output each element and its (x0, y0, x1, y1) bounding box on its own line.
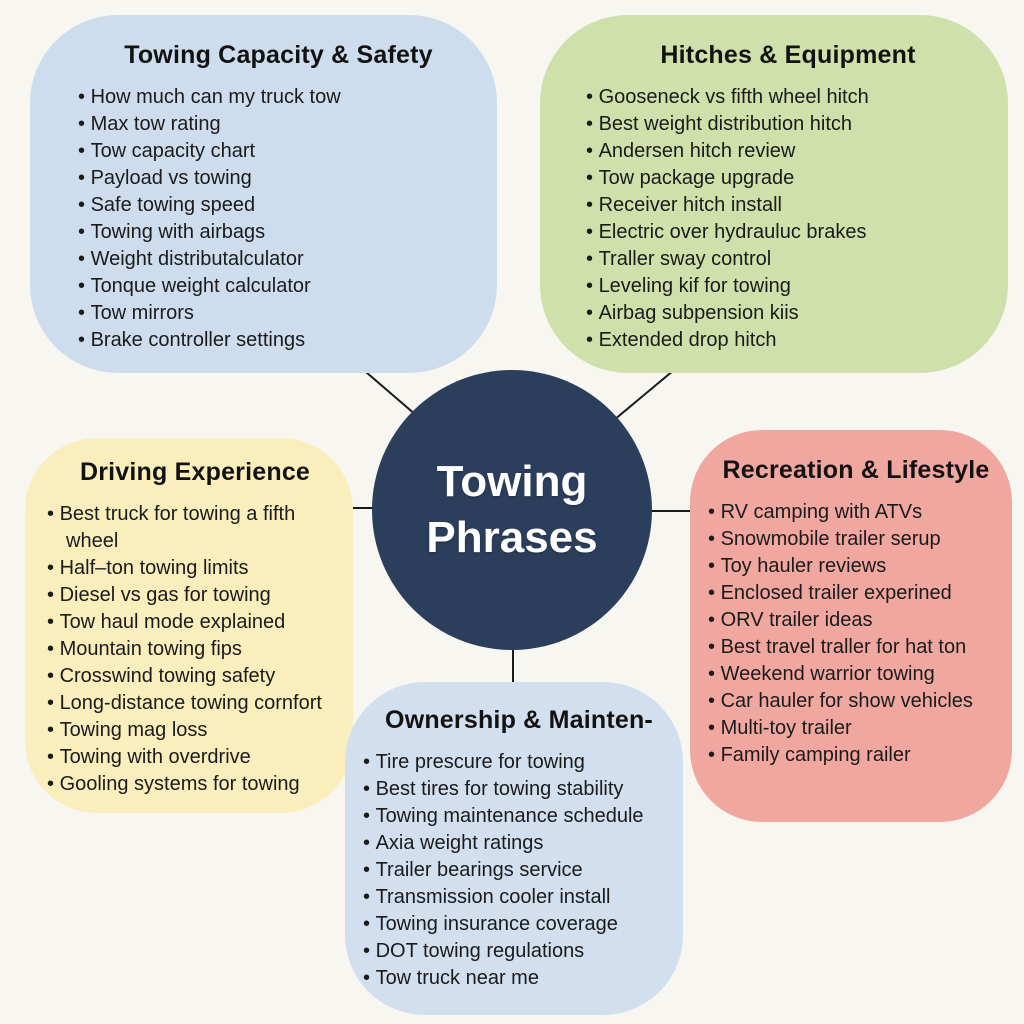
category-list: Gooseneck vs fifth wheel hitchBest weigh… (586, 84, 990, 354)
category-box-recreation-lifestyle: Recreation & Lifestyle RV camping with A… (690, 430, 1012, 822)
list-item: Transmission cooler install (363, 884, 675, 911)
list-item: Safe towing speed (78, 192, 479, 219)
list-item: Gooseneck vs fifth wheel hitch (586, 84, 990, 111)
category-box-towing-capacity-safety: Towing Capacity & Safety How much can my… (30, 15, 497, 373)
list-item: Crosswind towing safety (47, 663, 343, 690)
list-item: Mountain towing fips (47, 636, 343, 663)
list-item: How much can my truck tow (78, 84, 479, 111)
list-item: Best tires for towing stability (363, 776, 675, 803)
list-item: Axia weight ratings (363, 830, 675, 857)
list-item: Snowmobile trailer serup (708, 526, 1004, 553)
list-item: Brake controller settings (78, 327, 479, 354)
list-item: Family camping railer (708, 742, 1004, 769)
category-title: Hitches & Equipment (660, 41, 916, 69)
list-item: Towing with overdrive (47, 744, 343, 771)
list-item: Weight distributalculator (78, 246, 479, 273)
list-item: Electric over hydrauluc brakes (586, 219, 990, 246)
category-list: How much can my truck towMax tow ratingT… (78, 84, 479, 354)
list-item: Receiver hitch install (586, 192, 990, 219)
list-item: Max tow rating (78, 111, 479, 138)
list-item: Enclosed trailer experined (708, 580, 1004, 607)
list-item: Andersen hitch review (586, 138, 990, 165)
list-item: Half–ton towing limits (47, 555, 343, 582)
list-item: Tow capacity chart (78, 138, 479, 165)
category-title: Recreation & Lifestyle (722, 456, 990, 484)
category-box-driving-experience: Driving Experience Best truck for towing… (25, 438, 353, 813)
category-list: Best truck for towing a fifth wheelHalf–… (47, 501, 343, 798)
list-item: ORV trailer ideas (708, 607, 1004, 634)
list-item: Long-distance towing cornfort (47, 690, 343, 717)
center-node-label: Towing Phrases (426, 457, 598, 562)
list-item: DOT towing regulations (363, 938, 675, 965)
list-item: Traller sway control (586, 246, 990, 273)
list-item: Leveling kif for towing (586, 273, 990, 300)
list-item: Multi-toy trailer (708, 715, 1004, 742)
center-node: Towing Phrases (372, 370, 652, 650)
list-item: Payload vs towing (78, 165, 479, 192)
list-item: Weekend warrior towing (708, 661, 1004, 688)
category-list: RV camping with ATVsSnowmobile trailer s… (708, 499, 1004, 769)
list-item: Tow haul mode explained (47, 609, 343, 636)
list-item: Towing with airbags (78, 219, 479, 246)
list-item: Tonque weight calculator (78, 273, 479, 300)
list-item: Towing mag loss (47, 717, 343, 744)
category-title: Towing Capacity & Safety (124, 41, 433, 69)
list-item: Towing insurance coverage (363, 911, 675, 938)
list-item: Gooling systems for towing (47, 771, 343, 798)
list-item: Diesel vs gas for towing (47, 582, 343, 609)
list-item: Tire prescure for towing (363, 749, 675, 776)
category-box-ownership-maintenance: Ownership & Mainten- Tire prescure for t… (345, 682, 683, 1015)
list-item: Best weight distribution hitch (586, 111, 990, 138)
list-item: Tow mirrors (78, 300, 479, 327)
list-item: Toy hauler reviews (708, 553, 1004, 580)
category-title: Ownership & Mainten- (385, 706, 653, 734)
list-item: Tow truck near me (363, 965, 675, 992)
category-list: Tire prescure for towingBest tires for t… (363, 749, 675, 992)
list-item: Extended drop hitch (586, 327, 990, 354)
list-item: Tow package upgrade (586, 165, 990, 192)
list-item: Trailer bearings service (363, 857, 675, 884)
list-item: Airbag subpension kiis (586, 300, 990, 327)
category-box-hitches-equipment: Hitches & Equipment Gooseneck vs fifth w… (540, 15, 1008, 373)
category-title: Driving Experience (79, 458, 311, 486)
list-item: RV camping with ATVs (708, 499, 1004, 526)
list-item: Best travel traller for hat ton (708, 634, 1004, 661)
list-item: Best truck for towing a fifth wheel (47, 501, 343, 555)
list-item: Towing maintenance schedule (363, 803, 675, 830)
list-item: Car hauler for show vehicles (708, 688, 1004, 715)
